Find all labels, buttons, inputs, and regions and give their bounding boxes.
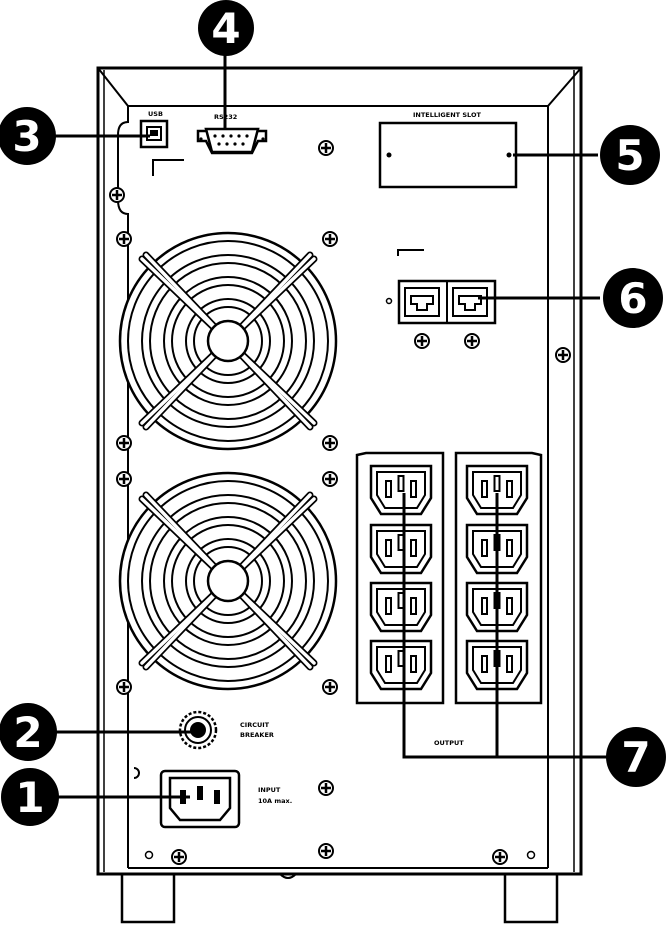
circuit-breaker-label-line2: BREAKER	[240, 731, 274, 739]
input-label-line1: INPUT	[258, 786, 281, 794]
intelligent-slot[interactable]: INTELLIGENT SLOT	[378, 111, 518, 189]
input-label-line2: 10A max.	[258, 797, 292, 805]
output-socket[interactable]	[369, 464, 433, 516]
usb-port[interactable]: USB	[139, 110, 169, 149]
circuit-breaker[interactable]: CIRCUIT BREAKER	[178, 710, 274, 750]
svg-text:2: 2	[13, 708, 42, 757]
ac-input-socket[interactable]: INPUT 10A max.	[159, 769, 292, 829]
right-foot	[503, 868, 559, 924]
svg-text:4: 4	[211, 4, 240, 53]
callout-badge-3: 3	[0, 107, 56, 165]
callout-badge-1: 1	[1, 768, 59, 826]
output-label: OUTPUT	[434, 739, 464, 747]
svg-text:1: 1	[15, 773, 44, 822]
svg-text:7: 7	[621, 733, 650, 782]
svg-text:6: 6	[618, 274, 647, 323]
callout-badge-7: 7	[606, 727, 666, 787]
callout-badge-4: 4	[198, 0, 254, 56]
output-socket[interactable]	[369, 523, 433, 575]
usb-label: USB	[148, 110, 163, 118]
svg-text:5: 5	[615, 131, 644, 180]
callout-badge-6: 6	[603, 268, 663, 328]
output-socket[interactable]	[369, 639, 433, 691]
usb-bracket	[152, 159, 184, 176]
callout-badge-5: 5	[600, 125, 660, 185]
callout-badge-2: 2	[0, 703, 57, 761]
network-surge-ports[interactable]	[385, 249, 497, 325]
callout-leader-lines	[55, 44, 608, 799]
rs232-port[interactable]: RS232	[196, 113, 268, 155]
intelligent-slot-label: INTELLIGENT SLOT	[413, 111, 481, 119]
output-socket[interactable]	[369, 581, 433, 633]
left-foot	[120, 868, 176, 924]
circuit-breaker-label-line1: CIRCUIT	[240, 721, 270, 729]
svg-text:3: 3	[12, 112, 41, 161]
upper-cooling-fan	[120, 233, 336, 449]
lower-cooling-fan	[120, 473, 336, 689]
